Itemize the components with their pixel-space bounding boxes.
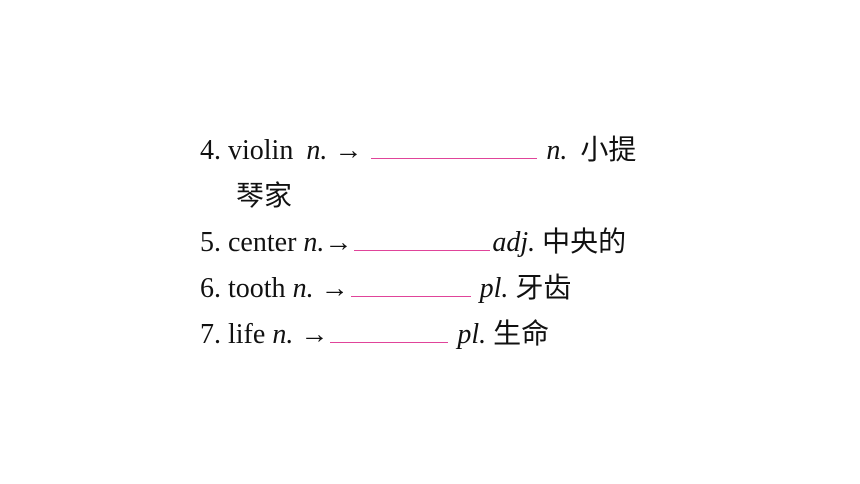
answer-part-of-speech: pl. [479, 273, 509, 304]
item-part-of-speech: n. [272, 319, 294, 350]
item-number: 4. [200, 135, 221, 166]
answer-part-of-speech: n. [546, 135, 568, 166]
answer-part-of-speech: pl. [457, 319, 487, 350]
arrow-icon: → [324, 227, 353, 258]
exercise-item-6: 6. tooth n. → pl. 牙齿 [200, 266, 680, 312]
answer-part-of-speech: adj. [492, 227, 536, 258]
item-word: center [228, 227, 297, 258]
arrow-icon: → [334, 135, 363, 166]
item-meaning: 中央的 [542, 227, 627, 258]
exercise-item-7: 7. life n. → pl. 生命 [200, 312, 680, 358]
item-meaning: 小提 [580, 135, 637, 166]
exercise-item-5: 5. center n.→ adj. 中央的 [200, 220, 680, 266]
item-meaning-continued: 琴家 [236, 181, 293, 212]
item-word: life [228, 319, 266, 350]
item-part-of-speech: n. [292, 273, 314, 304]
answer-blank[interactable] [354, 228, 491, 251]
exercise-item-4: 4. violin n. → n. 小提 [200, 128, 680, 174]
item-number: 7. [200, 319, 221, 350]
item-number: 5. [200, 227, 221, 258]
vocabulary-exercise: 4. violin n. → n. 小提 琴家 5. center n.→adj… [200, 128, 680, 358]
exercise-item-4-continued: 琴家 [200, 174, 680, 220]
arrow-icon: → [300, 319, 329, 350]
item-part-of-speech: n. [306, 135, 328, 166]
item-meaning: 牙齿 [515, 273, 572, 304]
arrow-icon: → [320, 273, 349, 304]
answer-blank[interactable] [350, 274, 471, 297]
item-meaning: 生命 [493, 319, 550, 350]
answer-blank[interactable] [330, 320, 449, 343]
item-number: 6. [200, 273, 221, 304]
item-word: violin [228, 135, 294, 166]
answer-blank[interactable] [371, 136, 538, 159]
item-word: tooth [228, 273, 286, 304]
item-part-of-speech: n. [303, 227, 325, 258]
